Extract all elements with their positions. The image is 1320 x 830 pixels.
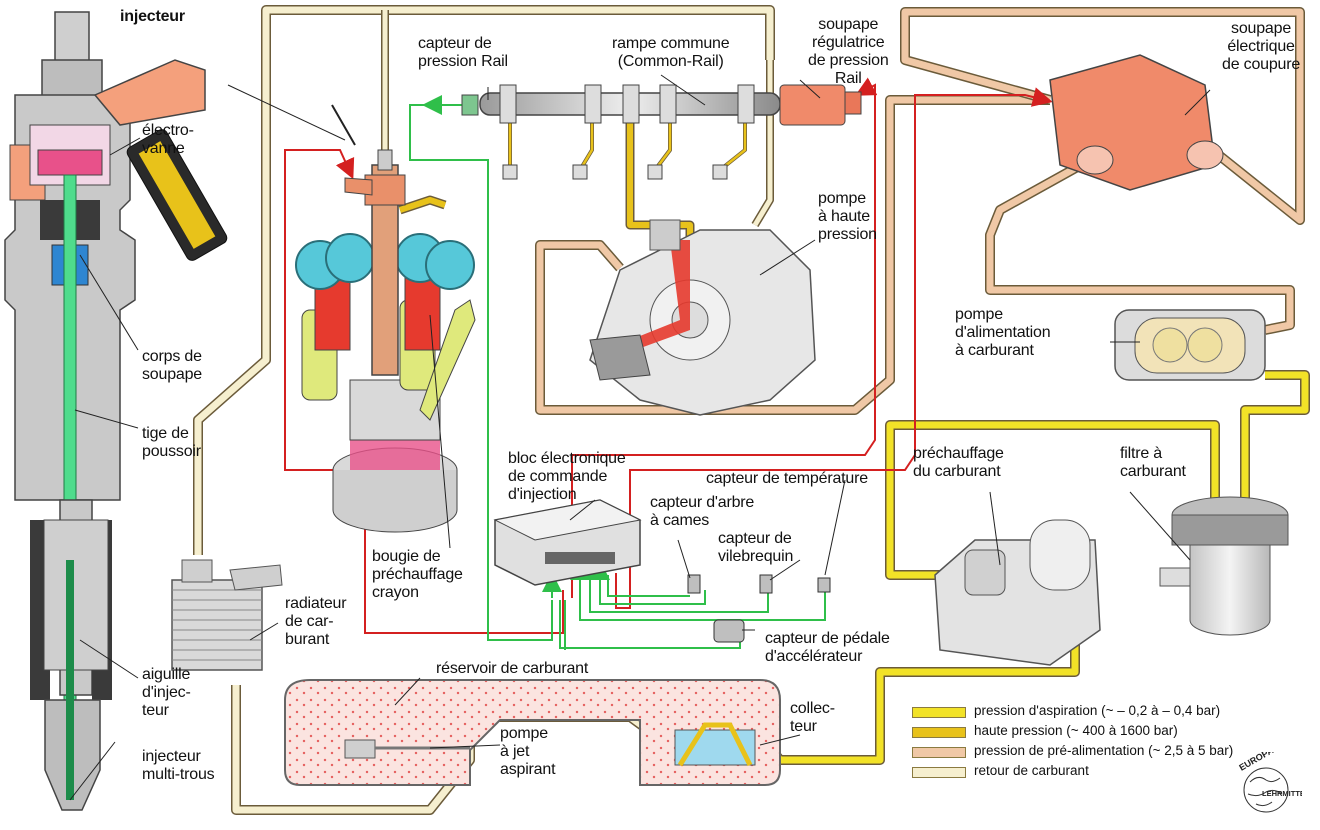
legend-swatch xyxy=(912,707,966,718)
label-injecteur: injecteur xyxy=(120,8,185,26)
label-pompe-jet: pompe à jet aspirant xyxy=(500,725,555,779)
svg-text:LEHRMITTEL: LEHRMITTEL xyxy=(1262,789,1302,798)
label-soupape-coupure: soupape électrique de coupure xyxy=(1222,20,1300,74)
label-electrovanne: électro- vanne xyxy=(142,122,194,158)
label-capteur-vilebrequin: capteur de vilebrequin xyxy=(718,530,793,566)
fuel-filter xyxy=(1160,497,1288,635)
legend-swatch xyxy=(912,767,966,778)
label-reservoir: réservoir de carburant xyxy=(436,660,588,678)
fuel-cooler xyxy=(172,560,282,670)
label-soupape-regulatrice: soupape régulatrice de pression Rail xyxy=(808,16,889,88)
label-capteur-pedale: capteur de pédale d'accélérateur xyxy=(765,630,890,666)
pressure-regulator xyxy=(780,85,861,125)
label-injecteur-multitrous: injecteur multi-trous xyxy=(142,748,214,784)
legend-text: pression d'aspiration (~ – 0,2 à – 0,4 b… xyxy=(974,703,1220,719)
label-pompe-haute-pression: pompe à haute pression xyxy=(818,190,877,244)
legend-text: haute pression (~ 400 à 1600 bar) xyxy=(974,723,1178,739)
ecu xyxy=(495,500,640,585)
fuel-heater xyxy=(935,520,1100,665)
legend-text: pression de pré-alimentation (~ 2,5 à 5 … xyxy=(974,743,1233,759)
europa-lehrmittel-logo: EUROPA LEHRMITTEL xyxy=(1230,752,1302,824)
label-collecteur: collec- teur xyxy=(790,700,835,736)
high-pressure-pump xyxy=(590,220,815,415)
label-pompe-alimentation: pompe d'alimentation à carburant xyxy=(955,306,1050,360)
label-radiateur: radiateur de car- burant xyxy=(285,595,346,649)
label-capteur-temperature: capteur de température xyxy=(706,470,868,488)
label-filtre-carburant: filtre à carburant xyxy=(1120,445,1186,481)
legend-swatch xyxy=(912,727,966,738)
label-tige-poussoir: tige de poussoir xyxy=(142,425,201,461)
label-bloc-electronique: bloc électronique de commande d'injectio… xyxy=(508,450,626,504)
feed-pump xyxy=(1115,310,1265,380)
label-bougie: bougie de préchauffage crayon xyxy=(372,548,463,602)
label-aiguille: aiguille d'injec- teur xyxy=(142,666,191,720)
engine-cylinder xyxy=(296,150,475,532)
shutoff-valve xyxy=(1050,55,1223,190)
label-prechauffage-carburant: préchauffage du carburant xyxy=(913,445,1004,481)
label-capteur-arbre-cames: capteur d'arbre à cames xyxy=(650,494,754,530)
injector-cutaway xyxy=(5,12,229,810)
legend-swatch xyxy=(912,747,966,758)
label-capteur-pression-rail: capteur de pression Rail xyxy=(418,35,508,71)
label-rampe-commune: rampe commune (Common-Rail) xyxy=(612,35,729,71)
legend-text: retour de carburant xyxy=(974,763,1089,779)
label-corps-soupape: corps de soupape xyxy=(142,348,202,384)
